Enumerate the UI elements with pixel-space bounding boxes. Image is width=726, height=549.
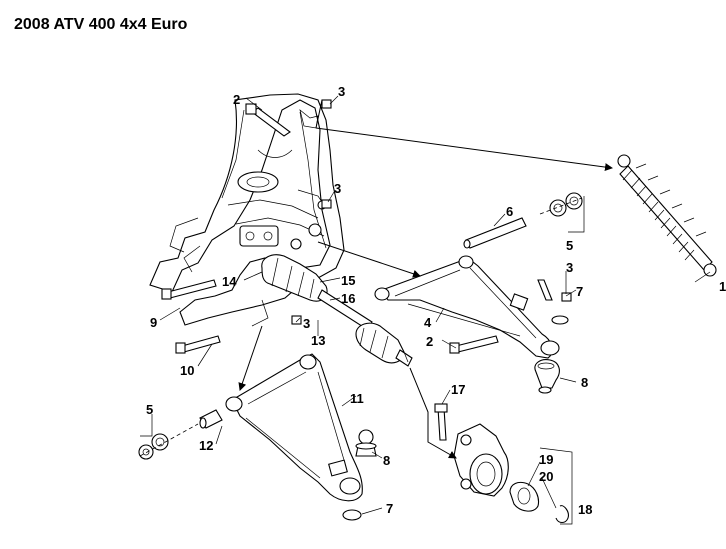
callout-8: 8	[581, 375, 588, 390]
callout-10: 10	[180, 363, 194, 378]
lower-pivot-parts	[138, 409, 223, 460]
callout-7: 7	[576, 284, 583, 299]
callout-7: 7	[386, 501, 393, 516]
upper-pivot-parts	[463, 192, 583, 249]
callout-17: 17	[451, 382, 465, 397]
callout-3: 3	[338, 84, 345, 99]
callouts: 1 2 2 3 3 3 3 4 5 5 6 7 7 8 8 9 10 11 12…	[146, 84, 726, 517]
callout-9: 9	[150, 315, 157, 330]
wheel-bearing	[509, 481, 569, 524]
lower-a-arm	[225, 353, 363, 502]
callout-20: 20	[539, 469, 553, 484]
callout-4: 4	[424, 315, 432, 330]
shock-absorber	[617, 154, 717, 277]
callout-5: 5	[566, 238, 573, 253]
fasteners	[161, 99, 572, 441]
leader-lines	[140, 95, 711, 525]
callout-3: 3	[566, 260, 573, 275]
callout-15: 15	[341, 273, 355, 288]
callout-3: 3	[334, 181, 341, 196]
diagram-title: 2008 ATV 400 4x4 Euro	[14, 16, 188, 33]
callout-11: 11	[350, 391, 364, 406]
callout-6: 6	[506, 204, 513, 219]
callout-19: 19	[539, 452, 553, 467]
callout-12: 12	[199, 438, 213, 453]
lower-ball-joint	[342, 429, 377, 521]
callout-14: 14	[222, 274, 237, 289]
callout-18: 18	[578, 502, 592, 517]
drive-axle	[317, 289, 413, 367]
callout-3: 3	[303, 316, 310, 331]
callout-2: 2	[426, 334, 433, 349]
callout-2: 2	[233, 92, 240, 107]
connection-lines	[238, 99, 613, 459]
callout-16: 16	[341, 291, 355, 306]
upper-ball-joint	[534, 315, 569, 394]
steering-knuckle	[453, 423, 509, 497]
callout-5: 5	[146, 402, 153, 417]
callout-8: 8	[383, 453, 390, 468]
callout-13: 13	[311, 333, 325, 348]
upper-a-arm	[374, 255, 560, 359]
callout-1: 1	[719, 279, 726, 294]
